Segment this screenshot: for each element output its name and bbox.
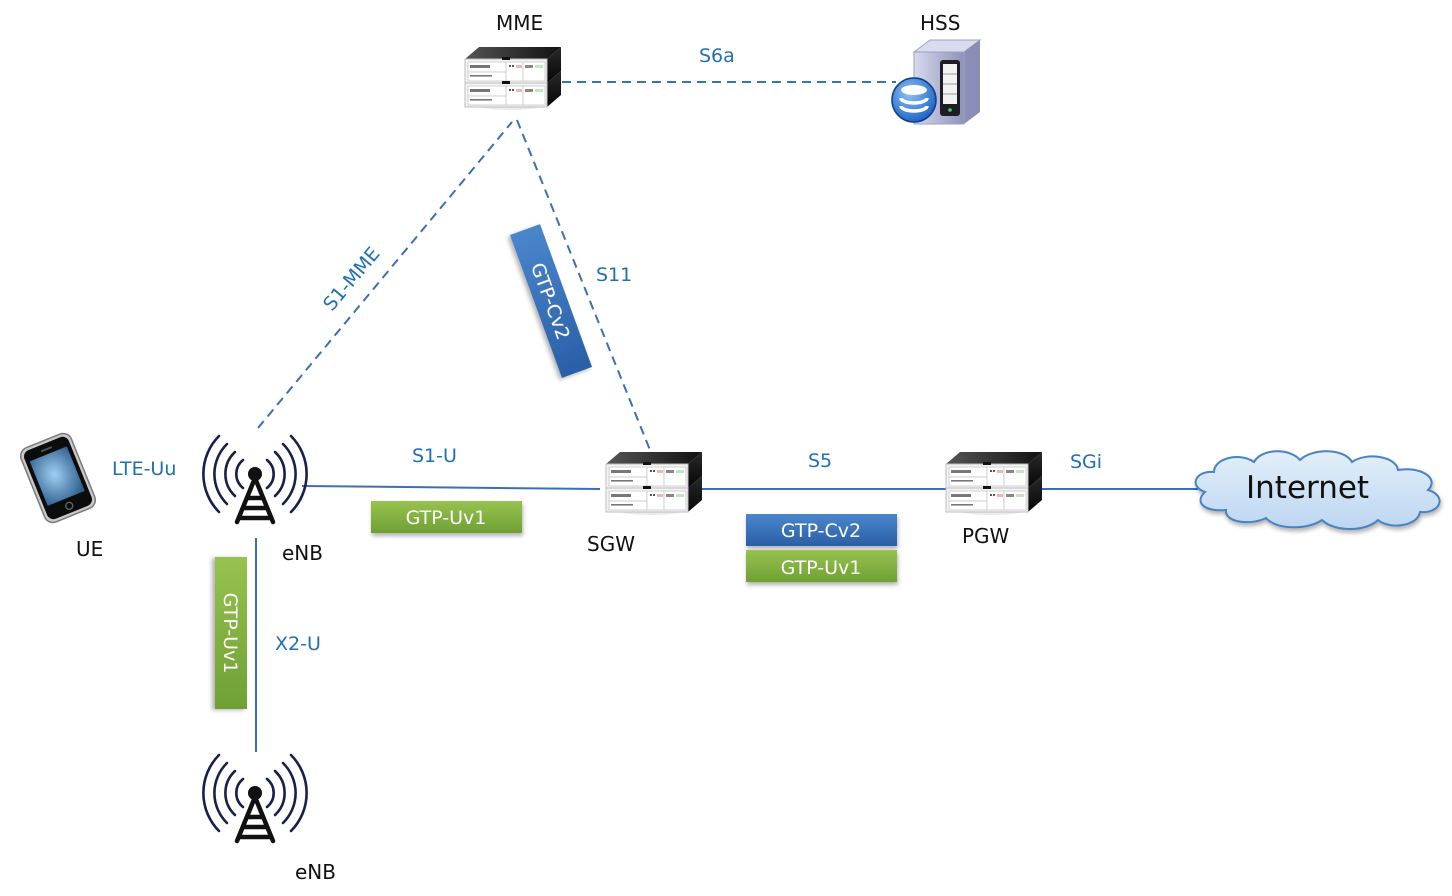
badge-s11-gtp-cv2: GTP-Cv2 bbox=[509, 224, 593, 378]
server-rack-icon bbox=[945, 451, 1043, 516]
cell-tower-icon bbox=[203, 436, 306, 522]
link-s1-u bbox=[301, 485, 601, 490]
link-s1-mme bbox=[257, 121, 513, 429]
badge-s5-gtp-uv1: GTP-Uv1 bbox=[746, 550, 897, 582]
links bbox=[255, 81, 1198, 752]
badge-s5-gtp-cv2: GTP-Cv2 bbox=[746, 514, 897, 546]
enb-2-label: eNB bbox=[295, 860, 336, 884]
pgw-label: PGW bbox=[962, 524, 1010, 548]
sgw-label: SGW bbox=[587, 532, 635, 556]
node-mme[interactable]: MME bbox=[464, 11, 562, 111]
ue-label: UE bbox=[76, 537, 103, 561]
badge-s1u-gtp-uv1-text: GTP-Uv1 bbox=[406, 507, 487, 529]
lte-uu-label: LTE-Uu bbox=[112, 458, 176, 480]
badge-x2u-gtp-uv1: GTP-Uv1 bbox=[215, 557, 247, 709]
node-internet[interactable]: Internet bbox=[1194, 450, 1441, 530]
badge-s1u-gtp-uv1: GTP-Uv1 bbox=[371, 501, 522, 533]
node-ue[interactable]: UE bbox=[18, 431, 103, 561]
enb-1-label: eNB bbox=[282, 541, 323, 565]
smartphone-icon bbox=[19, 432, 97, 524]
badge-x2u-gtp-uv1-text: GTP-Uv1 bbox=[219, 593, 241, 674]
server-rack-icon bbox=[605, 451, 703, 516]
node-sgw[interactable]: SGW bbox=[587, 451, 703, 556]
node-enb-1[interactable]: eNB bbox=[203, 436, 323, 565]
node-pgw[interactable]: PGW bbox=[945, 451, 1043, 548]
server-rack-icon bbox=[464, 46, 562, 111]
s11-label: S11 bbox=[596, 264, 632, 286]
cloud-icon bbox=[1194, 450, 1441, 530]
internet-label: Internet bbox=[1246, 470, 1369, 506]
hss-label: HSS bbox=[920, 11, 960, 35]
database-server-icon bbox=[891, 39, 982, 125]
s6a-label: S6a bbox=[699, 45, 735, 67]
badge-s5-gtp-cv2-text: GTP-Cv2 bbox=[781, 520, 861, 542]
s1-u-label: S1-U bbox=[412, 445, 457, 467]
node-enb-2[interactable]: eNB bbox=[203, 755, 336, 884]
link-labels: LTE-Uu S1-MME S6a S11 S1-U S5 SGi X2-U bbox=[112, 45, 1102, 655]
s5-label: S5 bbox=[808, 450, 832, 472]
x2-u-label: X2-U bbox=[275, 633, 321, 655]
node-hss[interactable]: HSS bbox=[891, 11, 982, 125]
sgi-label: SGi bbox=[1070, 451, 1102, 473]
badge-s5-gtp-uv1-text: GTP-Uv1 bbox=[781, 557, 862, 579]
mme-label: MME bbox=[496, 11, 543, 35]
cell-tower-icon bbox=[203, 755, 306, 841]
s1-mme-label: S1-MME bbox=[319, 243, 385, 315]
